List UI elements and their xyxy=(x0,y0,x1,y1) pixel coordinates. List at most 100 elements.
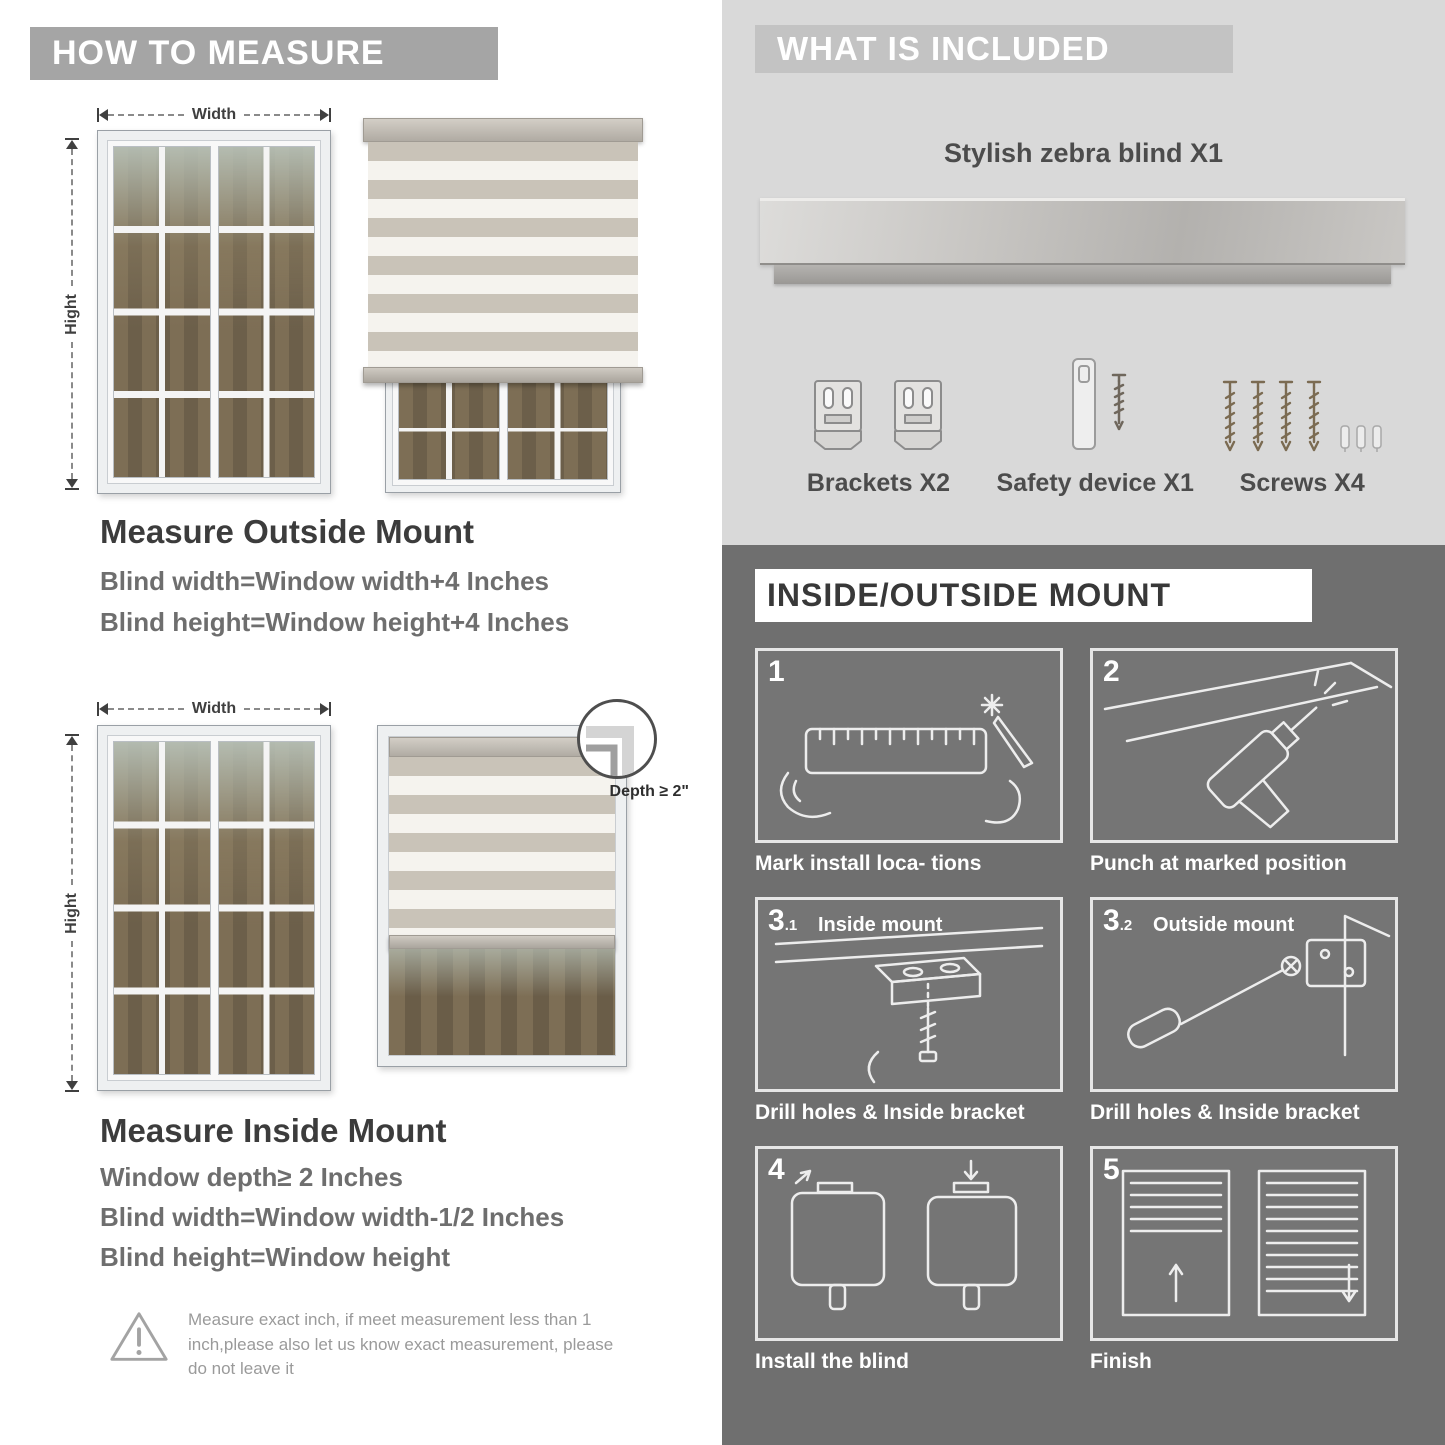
step-5-panel: 5 xyxy=(1090,1146,1398,1341)
headrail-cassette xyxy=(760,198,1405,265)
screws-label: Screws X4 xyxy=(1239,469,1365,497)
step-3-2-panel: 3.2 Outside mount xyxy=(1090,897,1398,1092)
bracket-icon xyxy=(814,380,863,450)
step-3-2-title: Outside mount xyxy=(1153,914,1295,936)
step-number: 1 xyxy=(768,655,785,688)
height-arrow: Hight xyxy=(63,138,81,490)
install-blind-icon xyxy=(790,1159,1018,1311)
height-label: Hight xyxy=(63,892,80,934)
step-number: 2 xyxy=(1103,655,1120,688)
step-number: 4 xyxy=(768,1153,785,1186)
step-2-caption: Punch at marked position xyxy=(1090,852,1347,875)
step-number: 5 xyxy=(1103,1153,1120,1186)
window-frame xyxy=(377,725,627,1067)
width-arrow: Width xyxy=(97,700,331,718)
step-3-1-title: Inside mount xyxy=(818,914,943,936)
window-inner-frame xyxy=(107,735,321,1081)
window-sash xyxy=(113,741,211,1075)
safety-device-label: Safety device X1 xyxy=(996,469,1194,497)
measurement-warning: Measure exact inch, if meet measurement … xyxy=(108,1308,648,1382)
window-glass xyxy=(389,949,615,1055)
blind-zebra-stripes xyxy=(368,142,638,367)
wall-anchor-icon xyxy=(1340,425,1350,452)
safety-device-icon xyxy=(1072,358,1127,450)
screw-icon xyxy=(1307,380,1322,452)
outside-mount-figure: Width Hight xyxy=(55,100,665,505)
frame-corner-icon xyxy=(586,726,634,776)
width-label: Width xyxy=(191,700,237,717)
screws-art xyxy=(1221,325,1383,455)
step-2: 2 Punch a xyxy=(1090,648,1398,876)
measure-mark-icon xyxy=(779,693,1034,824)
screw-icon xyxy=(1279,380,1294,452)
mount-section-header: INSIDE/OUTSIDE MOUNT xyxy=(755,569,1312,622)
width-arrow: Width xyxy=(97,106,331,124)
warning-triangle-icon xyxy=(110,1312,168,1361)
screw-icon xyxy=(1223,380,1238,452)
included-item-safety-device: Safety device X1 xyxy=(995,325,1196,498)
brackets-label: Brackets X2 xyxy=(806,469,951,497)
how-to-measure-title: HOW TO MEASURE xyxy=(52,34,385,72)
step-4: 4 Install the blind xyxy=(755,1146,1063,1374)
what-is-included-title: WHAT IS INCLUDED xyxy=(777,30,1110,67)
step-4-panel: 4 xyxy=(755,1146,1063,1341)
window-inner-frame xyxy=(107,140,321,484)
screw-icon xyxy=(1251,380,1266,452)
step-3-1: 3.1 Inside mount xyxy=(755,897,1063,1125)
inside-width-formula: Blind width=Window width-1/2 Inches xyxy=(100,1202,565,1232)
blind-bottom-rail xyxy=(363,367,643,383)
step-number: 3.2 xyxy=(1103,904,1133,937)
drill-icon xyxy=(1103,661,1393,829)
step-3-1-panel: 3.1 Inside mount xyxy=(755,897,1063,1092)
what-is-included-section: WHAT IS INCLUDED Stylish zebra blind X1 xyxy=(722,0,1445,545)
included-items-row: Brackets X2 xyxy=(762,325,1409,498)
window-sash xyxy=(217,146,315,478)
wall-anchors-art xyxy=(1339,423,1383,455)
outside-bracket-icon xyxy=(1127,914,1391,1057)
window-illustration xyxy=(97,725,331,1091)
inside-height-formula: Blind height=Window height xyxy=(100,1242,450,1272)
width-label: Width xyxy=(191,106,237,123)
safety-device-art xyxy=(1045,325,1145,455)
inside-depth-formula: Window depth≥ 2 Inches xyxy=(100,1162,403,1192)
zebra-blind-inside-illustration: Depth ≥ 2" xyxy=(377,699,689,1067)
zebra-blind-outside-illustration xyxy=(363,118,643,493)
warning-text: Measure exact inch, if meet measurement … xyxy=(188,1310,614,1379)
step-4-caption: Install the blind xyxy=(755,1350,910,1373)
blind-bottom-rail xyxy=(389,935,615,949)
blind-cassette xyxy=(363,118,643,142)
depth-callout-circle xyxy=(577,699,657,779)
step-3-2: 3.2 Outside mount Drill holes & In xyxy=(1090,897,1398,1125)
step-2-panel: 2 xyxy=(1090,648,1398,843)
product-name: Stylish zebra blind X1 xyxy=(943,138,1224,168)
bracket-icon xyxy=(894,380,943,450)
blind-zebra-stripes xyxy=(389,757,615,935)
inside-mount-title: Measure Inside Mount xyxy=(100,1112,447,1149)
brackets-art xyxy=(803,325,953,455)
window-illustration xyxy=(97,130,331,494)
step-1-caption: Mark install loca- tions xyxy=(755,852,982,875)
wall-anchor-icon xyxy=(1356,425,1366,452)
wall-anchor-icon xyxy=(1372,425,1382,452)
step-number: 3.1 xyxy=(768,904,798,937)
finish-icon xyxy=(1121,1169,1367,1317)
step-3-1-caption: Drill holes & Inside bracket xyxy=(755,1101,1025,1124)
mount-section-title: INSIDE/OUTSIDE MOUNT xyxy=(767,577,1172,613)
step-1-panel: 1 xyxy=(755,648,1063,843)
inside-mount-figure: Width Hight xyxy=(55,692,695,1112)
how-to-measure-header: HOW TO MEASURE xyxy=(30,27,498,80)
mount-instructions-section: INSIDE/OUTSIDE MOUNT 1 Ma xyxy=(722,545,1445,1445)
height-arrow: Hight xyxy=(63,734,81,1092)
blind-headrail-illustration xyxy=(760,198,1405,284)
included-item-screws: Screws X4 xyxy=(1195,325,1409,498)
height-label: Hight xyxy=(63,293,80,335)
outside-mount-title: Measure Outside Mount xyxy=(100,513,475,550)
included-item-brackets: Brackets X2 xyxy=(762,325,995,498)
outside-height-formula: Blind height=Window height+4 Inches xyxy=(100,607,570,637)
inside-bracket-icon xyxy=(774,926,1044,1084)
step-3-2-caption: Drill holes & Inside bracket xyxy=(1090,1101,1360,1124)
window-sash xyxy=(217,741,315,1075)
outside-width-formula: Blind width=Window width+4 Inches xyxy=(100,566,549,596)
depth-requirement-label: Depth ≥ 2" xyxy=(609,783,689,800)
